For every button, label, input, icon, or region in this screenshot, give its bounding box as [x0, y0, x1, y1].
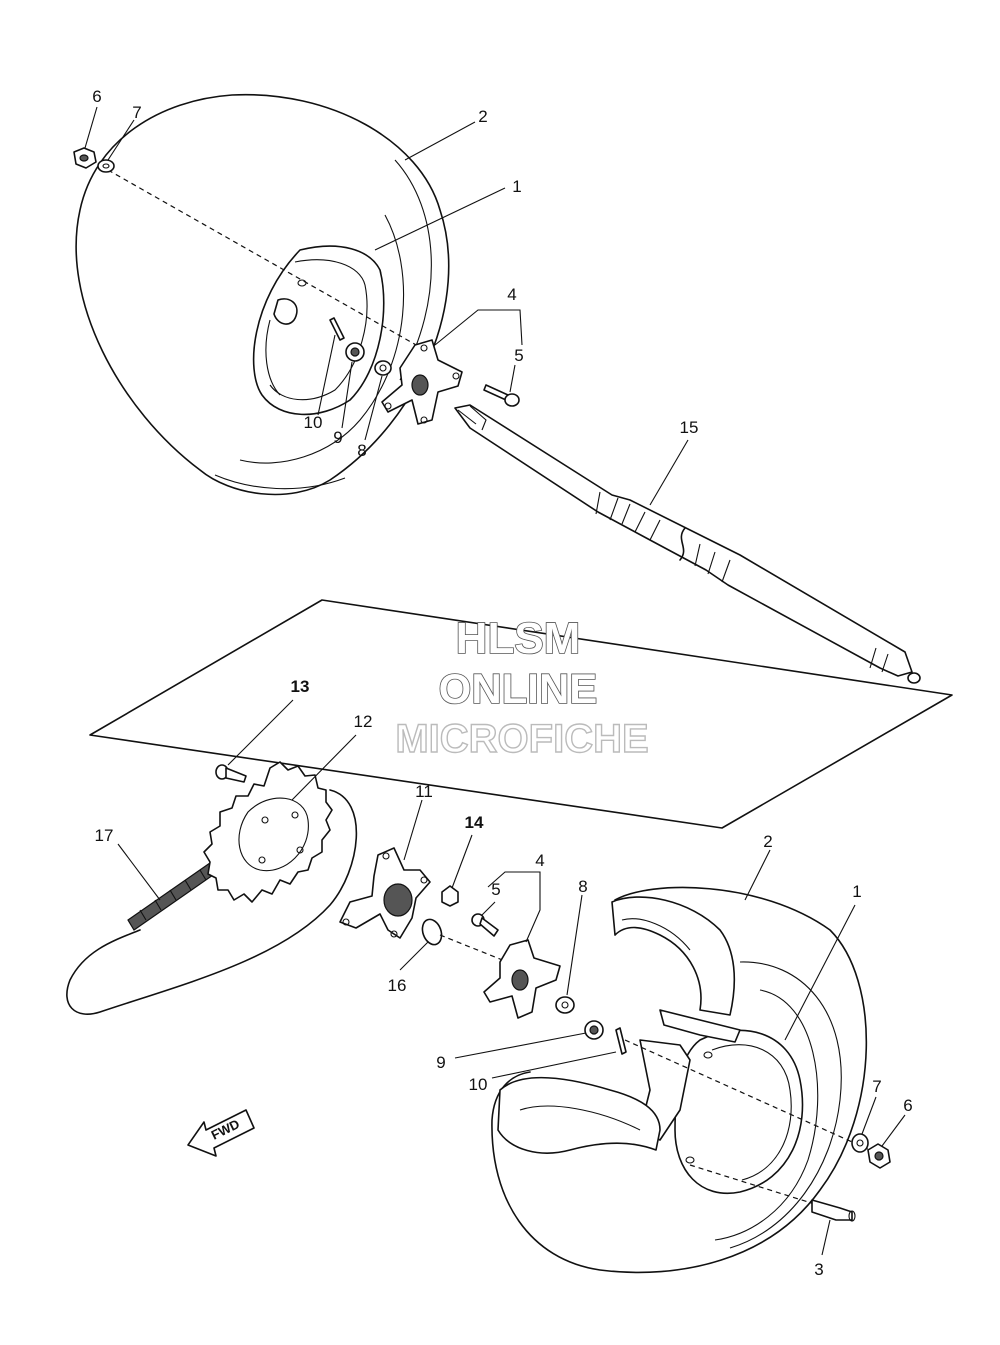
watermark-line3: MICROFICHE [395, 717, 648, 761]
callout-6-lower: 6 [903, 1096, 912, 1115]
callout-4-upper: 4 [507, 285, 516, 304]
callout-9-lower: 9 [436, 1053, 445, 1072]
callout-10-upper: 10 [304, 413, 323, 432]
bolt-5-lower [471, 913, 499, 937]
callout-17: 17 [95, 826, 114, 845]
washer-8-lower [555, 996, 575, 1014]
mounting-plane-outline [89, 599, 953, 829]
sprocket-12 [203, 761, 333, 903]
drive-chain-17-loop [66, 789, 358, 1015]
callout-2-lower: 2 [763, 832, 772, 851]
upper-tire [75, 93, 450, 496]
callout-9-upper: 9 [333, 428, 342, 447]
washer-7-upper [97, 159, 115, 173]
washer-7-lower [851, 1133, 869, 1153]
circlip-16 [421, 918, 443, 946]
callout-7-upper: 7 [132, 103, 141, 122]
callout-15: 15 [680, 418, 699, 437]
callout-16: 16 [388, 976, 407, 995]
callout-10-lower: 10 [469, 1075, 488, 1094]
upper-wheel-assembly [73, 93, 523, 496]
washer-8-upper [374, 360, 392, 376]
bolt-5-upper [483, 384, 520, 407]
lower-tire [491, 886, 868, 1274]
forward-direction-arrow: FWD [187, 1109, 255, 1157]
callout-labels: 6 7 2 1 4 5 10 9 8 15 13 12 11 14 17 4 5… [92, 87, 912, 1279]
sprocket-hub-11 [339, 847, 431, 939]
callout-7-lower: 7 [872, 1077, 881, 1096]
nut-6-lower [867, 1143, 891, 1169]
callout-11: 11 [415, 782, 433, 801]
callout-6-upper: 6 [92, 87, 101, 106]
castle-nut-9-upper [345, 342, 365, 362]
callout-2-upper: 2 [478, 107, 487, 126]
hub-4-lower [483, 939, 561, 1019]
nut-6-upper [73, 147, 97, 169]
bolt-13 [215, 764, 247, 783]
callout-4-lower: 4 [535, 851, 544, 870]
callout-12: 12 [354, 712, 373, 731]
callout-8-lower: 8 [578, 877, 587, 896]
watermark-line2: ONLINE [439, 665, 598, 712]
cotter-pin-10-lower [615, 1027, 627, 1055]
watermark-line1: HLSM [456, 614, 581, 663]
valve-stem-3 [811, 1199, 856, 1222]
cotter-pin-10-upper [329, 317, 345, 341]
callout-1-lower: 1 [852, 882, 861, 901]
callout-3: 3 [814, 1260, 823, 1279]
upper-rim [252, 245, 385, 416]
lower-rim [674, 1029, 804, 1195]
callout-1-upper: 1 [512, 177, 521, 196]
bolt-14 [441, 885, 459, 907]
callout-5-lower: 5 [491, 880, 500, 899]
hub-4-upper [381, 339, 463, 425]
sprocket-chain-assembly [66, 699, 627, 1079]
callout-14: 14 [465, 813, 484, 832]
callout-13: 13 [291, 677, 310, 696]
castle-nut-9-lower [584, 1020, 604, 1040]
callout-5-upper: 5 [514, 346, 523, 365]
lower-wheel-assembly [491, 849, 906, 1274]
watermark: HLSM ONLINE MICROFICHE [395, 613, 650, 762]
callout-8-upper: 8 [357, 441, 366, 460]
rear-axle-15 [454, 404, 921, 684]
